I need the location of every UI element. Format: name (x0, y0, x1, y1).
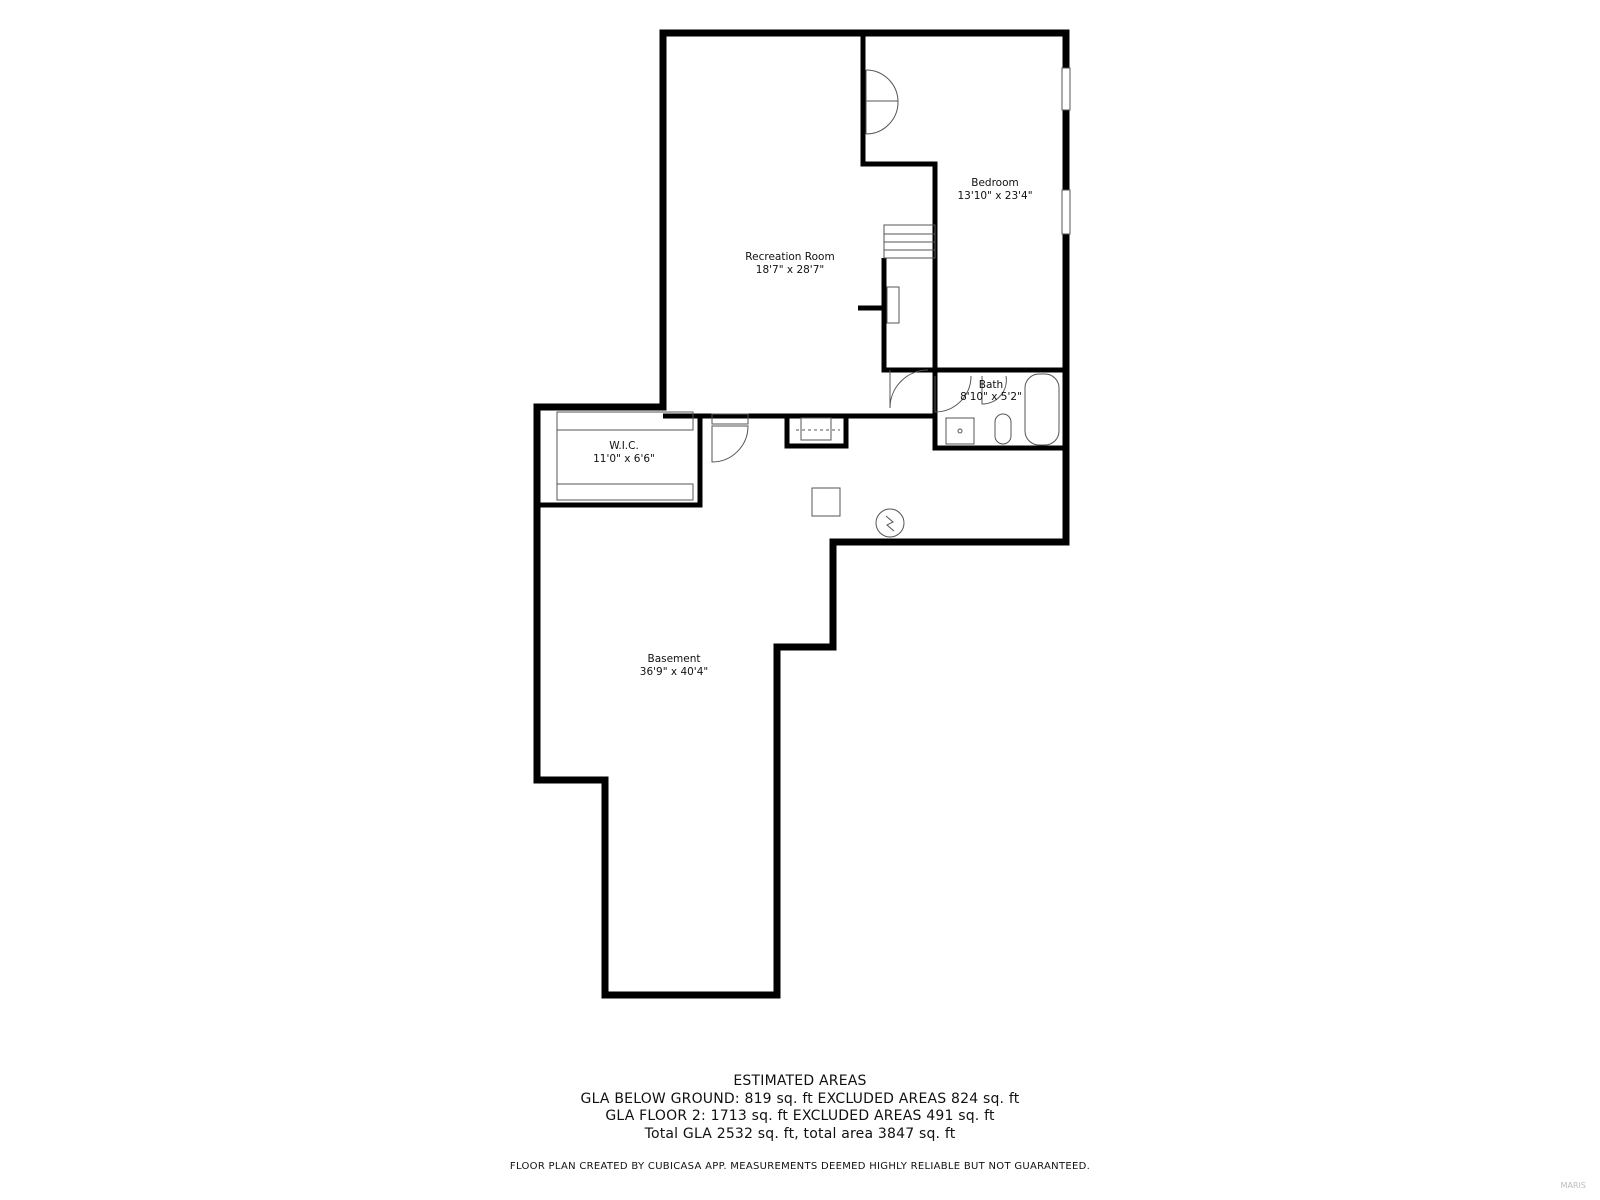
fixtures (556, 67, 1071, 538)
room-dims-recreation: 18'7" x 28'7" (756, 264, 824, 276)
room-name-recreation: Recreation Room (745, 251, 834, 263)
areas-heading: ESTIMATED AREAS (733, 1073, 867, 1089)
floor-plan: Recreation Room 18'7" x 28'7" Bedroom 13… (533, 29, 1071, 999)
room-name-basement: Basement (647, 653, 700, 665)
areas-below-ground: GLA BELOW GROUND: 819 sq. ft EXCLUDED AR… (580, 1090, 1020, 1107)
room-dims-bath: 8'10" x 5'2" (960, 391, 1022, 403)
areas-total: Total GLA 2532 sq. ft, total area 3847 s… (644, 1125, 956, 1142)
room-labels: Recreation Room 18'7" x 28'7" Bedroom 13… (593, 177, 1032, 678)
room-name-bedroom: Bedroom (971, 177, 1019, 189)
watermark: MARIS (1560, 1181, 1586, 1190)
areas-floor-2: GLA FLOOR 2: 1713 sq. ft EXCLUDED AREAS … (605, 1108, 995, 1124)
estimated-areas: ESTIMATED AREAS GLA BELOW GROUND: 819 sq… (0, 1073, 1600, 1143)
room-dims-basement: 36'9" x 40'4" (640, 666, 708, 678)
disclaimer: FLOOR PLAN CREATED BY CUBICASA APP. MEAS… (509, 1161, 1091, 1172)
room-name-wic: W.I.C. (609, 440, 639, 452)
exterior-walls (533, 29, 1070, 999)
room-name-bath: Bath (979, 379, 1003, 391)
room-dims-bedroom: 13'10" x 23'4" (957, 190, 1032, 202)
room-dims-wic: 11'0" x 6'6" (593, 453, 655, 465)
